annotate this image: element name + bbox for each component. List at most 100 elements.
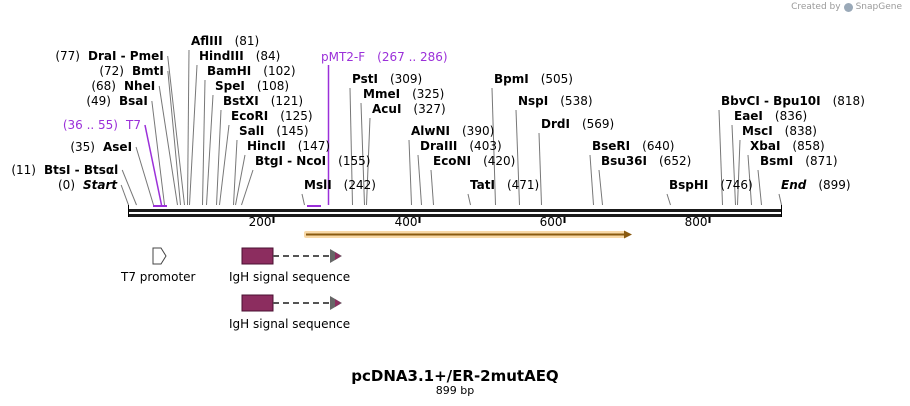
- site-aflIII[interactable]: AflIII(81): [191, 34, 259, 48]
- site-name: DraIII: [420, 139, 457, 153]
- site-leader-line: [731, 124, 736, 206]
- site-position: (390): [462, 124, 494, 138]
- igh-signal-sequence-1[interactable]: [241, 247, 342, 265]
- site-lines: [120, 49, 782, 206]
- site-mscI[interactable]: MscI(838): [742, 124, 817, 138]
- site-name: NheI: [124, 79, 155, 93]
- site-name: BspHI: [669, 178, 708, 192]
- site-bsaI[interactable]: BsaI(49): [86, 94, 148, 108]
- site-tatI[interactable]: TatI(471): [470, 178, 539, 192]
- site-draI[interactable]: DraI - PmeI (77): [55, 49, 163, 63]
- site-position: (145): [276, 124, 308, 138]
- site-position: (267 .. 286): [377, 50, 447, 64]
- site-leader-line: [538, 132, 542, 206]
- site-bseRI[interactable]: BseRI(640): [592, 139, 674, 153]
- site-name: End: [781, 178, 807, 192]
- site-btgI[interactable]: BtgI - NcoI(155): [255, 154, 370, 168]
- site-position: (121): [271, 94, 303, 108]
- site-name: BstXI: [223, 94, 259, 108]
- t7-promoter-label: T7 promoter: [121, 270, 196, 284]
- site-name: T7: [125, 118, 141, 132]
- site-bbvCI[interactable]: BbvCI - Bpu10I(818): [721, 94, 865, 108]
- site-drdI[interactable]: DrdI(569): [541, 117, 614, 131]
- site-position: (652): [659, 154, 691, 168]
- site-name: DraI - PmeI: [88, 49, 164, 63]
- site-bamHI[interactable]: BamHI(102): [207, 64, 296, 78]
- site-position: (420): [483, 154, 515, 168]
- credit-prefix: Created by: [791, 2, 841, 12]
- site-position: (155): [338, 154, 370, 168]
- site-mmeI[interactable]: MmeI(325): [363, 87, 444, 101]
- site-ecoNI[interactable]: EcoNI (420): [433, 154, 515, 168]
- site-position: (746): [720, 178, 752, 192]
- site-leader-line: [778, 193, 782, 206]
- site-leader-line: [187, 49, 190, 206]
- site-pmt2f[interactable]: pMT2-F(267 .. 286): [321, 50, 448, 64]
- site-bstXI[interactable]: BstXI (121): [223, 94, 303, 108]
- site-position: (77): [55, 49, 80, 63]
- site-leader-line: [235, 154, 246, 206]
- site-name: HincII: [247, 139, 286, 153]
- site-position: (108): [257, 79, 289, 93]
- site-name: PstI: [352, 72, 378, 86]
- site-name: EcoNI: [433, 154, 471, 168]
- site-btsI[interactable]: BtsI - Btsαl(11): [11, 163, 118, 177]
- site-leader-line: [233, 139, 238, 206]
- site-name: AlwNI: [411, 124, 450, 138]
- site-aseI[interactable]: AseI(35): [70, 140, 132, 154]
- site-hindIII[interactable]: HindIII(84): [199, 49, 280, 63]
- site-leader-line: [216, 109, 222, 206]
- site-start[interactable]: Start(0): [58, 178, 118, 192]
- signal-sequence-icon: [241, 247, 274, 265]
- site-position: (403): [469, 139, 501, 153]
- site-name: BsaI: [119, 94, 148, 108]
- site-bmtI[interactable]: BmtI (72): [99, 64, 164, 78]
- site-acuI[interactable]: AcuI(327): [372, 102, 446, 116]
- site-nheI[interactable]: NheI(68): [91, 79, 155, 93]
- site-nspI[interactable]: NspI(538): [518, 94, 593, 108]
- site-leader-line: [718, 109, 723, 206]
- site-bsu36I[interactable]: Bsu36I(652): [601, 154, 691, 168]
- site-eaeI[interactable]: EaeI(836): [734, 109, 807, 123]
- site-bspHI[interactable]: BspHI (746): [669, 178, 753, 192]
- site-bsmI[interactable]: BsmI(871): [760, 154, 838, 168]
- igh-signal-sequence-2[interactable]: [241, 294, 342, 312]
- site-position: (569): [582, 117, 614, 131]
- site-leader-line: [757, 169, 762, 206]
- site-hincII[interactable]: HincII(147): [247, 139, 330, 153]
- site-pstI[interactable]: PstI(309): [352, 72, 422, 86]
- orf-arrow[interactable]: [304, 230, 632, 239]
- site-leader-line: [408, 139, 412, 206]
- site-leader-line: [366, 117, 371, 206]
- site-speI[interactable]: SpeI(108): [215, 79, 289, 93]
- site-leader-line: [515, 109, 520, 206]
- promoter-arrow-icon: [152, 247, 167, 265]
- site-name: AcuI: [372, 102, 401, 116]
- site-position: (72): [99, 64, 124, 78]
- ruler-tick-label: 400: [395, 215, 418, 229]
- site-leader-line: [202, 79, 206, 206]
- site-leader-line: [151, 100, 165, 206]
- site-salI[interactable]: SalI(145): [239, 124, 309, 138]
- site-name: MmeI: [363, 87, 400, 101]
- site-ecoRI[interactable]: EcoRI(125): [231, 109, 313, 123]
- site-name: BmtI: [132, 64, 164, 78]
- site-leader-line: [219, 124, 230, 206]
- site-t7[interactable]: T7(36 .. 55): [63, 118, 141, 132]
- site-draIII[interactable]: DraIII (403): [420, 139, 502, 153]
- site-name: TatI: [470, 178, 495, 192]
- site-alwNI[interactable]: AlwNI (390): [411, 124, 494, 138]
- site-leader-line: [189, 64, 198, 206]
- signal-sequence-icon: [241, 294, 274, 312]
- site-leader-line: [598, 169, 603, 206]
- site-leader-line: [491, 87, 496, 206]
- site-bpmI[interactable]: BpmI(505): [494, 72, 573, 86]
- site-mslI[interactable]: MslI(242): [304, 178, 376, 192]
- site-position: (818): [833, 94, 865, 108]
- site-leader-line: [144, 124, 163, 206]
- site-name: BsmI: [760, 154, 793, 168]
- site-xbaI[interactable]: XbaI(858): [750, 139, 825, 153]
- t7-promoter-feature[interactable]: [152, 247, 167, 265]
- site-end[interactable]: End(899): [781, 178, 851, 192]
